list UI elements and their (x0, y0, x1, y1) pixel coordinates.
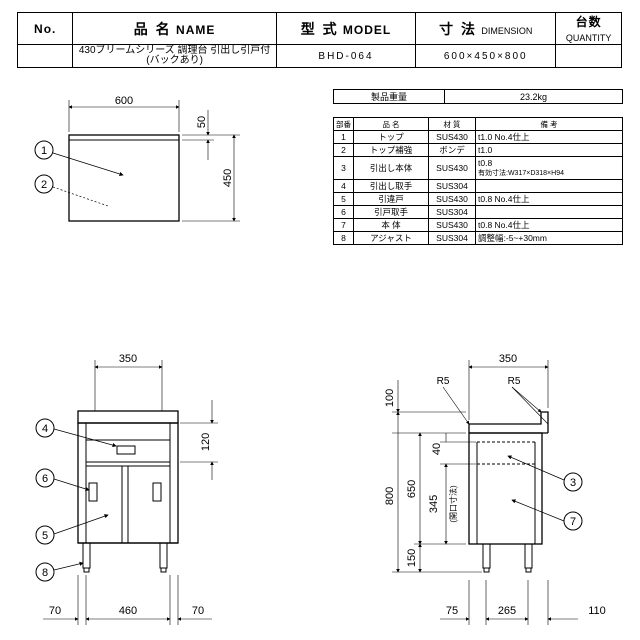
side-radius-right-label: R5 (508, 376, 521, 387)
side-top (468, 411, 549, 433)
parts-row: 8 アジャスト SUS304 調整幅:-5~+30mm (333, 231, 623, 245)
side-height-800-label: 800 (384, 487, 396, 505)
product-quantity (555, 44, 622, 68)
leg-left (82, 542, 91, 569)
callout-6: 6 (42, 473, 48, 485)
side-height-345-label: 345 (428, 495, 440, 513)
side-bottom-mid-label: 265 (498, 605, 516, 617)
leg-right (159, 542, 168, 569)
front-bottom-mid-label: 460 (119, 605, 137, 617)
top-view (34, 100, 240, 222)
row-no-cell (16, 44, 74, 68)
weight-value: 23.2kg (444, 89, 623, 104)
callout-5: 5 (42, 530, 48, 542)
top-view-outline (68, 134, 180, 222)
callout-4: 4 (42, 423, 48, 435)
header-quantity: 台数 QUANTITY (555, 12, 622, 45)
side-height-150-label: 150 (406, 549, 418, 567)
side-leg-right (524, 543, 533, 569)
side-opening-note: (開口寸法) (448, 485, 458, 523)
title-block: No. 品 名 NAME 型 式 MODEL 寸 法 DIMENSION 台数 … (16, 12, 622, 68)
callout-1: 1 (41, 145, 47, 157)
side-bottom-left-label: 75 (446, 605, 458, 617)
top-view-width-label: 600 (115, 95, 133, 107)
header-model: 型 式 MODEL (275, 12, 417, 45)
side-height-100-label: 100 (384, 389, 396, 407)
side-view (392, 360, 583, 625)
top-view-back-label: 50 (196, 116, 208, 128)
weight-table: 製品重量 23.2kg (333, 89, 623, 104)
callout-7: 7 (570, 516, 576, 528)
front-bottom-left-label: 70 (49, 605, 61, 617)
front-view-labels: 350 120 70 460 70 4 6 5 8 (42, 353, 212, 617)
drawer-hidden (476, 441, 536, 465)
header-no: No. (16, 12, 74, 45)
front-view (35, 360, 218, 625)
drawer-handle (116, 445, 136, 455)
callout-2: 2 (41, 179, 47, 191)
top-view-labels: 600 50 450 1 2 (41, 95, 234, 191)
parts-row: 4 引出し取手 SUS304 (333, 179, 623, 193)
side-leg-left (482, 543, 491, 569)
callout-8: 8 (42, 567, 48, 579)
door-handle-left (88, 482, 98, 502)
header-name: 品 名 NAME (72, 12, 277, 45)
front-top-width-label: 350 (119, 353, 137, 365)
header-dimension: 寸 法 DIMENSION (415, 12, 557, 45)
top-view-depth-label: 450 (222, 169, 234, 187)
side-radius-left-label: R5 (437, 376, 450, 387)
callout-3: 3 (570, 477, 576, 489)
front-top (77, 410, 179, 424)
product-model: BHD-064 (275, 44, 417, 68)
side-top-width-label: 350 (499, 353, 517, 365)
side-height-650-label: 650 (406, 480, 418, 498)
drawer-front (85, 439, 171, 463)
side-body (468, 432, 543, 545)
parts-row: 1 トップ SUS430 t1.0 No.4仕上 (333, 130, 623, 144)
parts-table: 部番 品 名 材 質 備 考 1 トップ SUS430 t1.0 No.4仕上 … (333, 117, 623, 245)
parts-row: 2 トップ補強 ボンデ t1.0 (333, 143, 623, 157)
door-handle-right (152, 482, 162, 502)
product-dimension: 600×450×800 (415, 44, 557, 68)
front-drawer-height-label: 120 (200, 433, 212, 451)
side-view-labels: 350 R5 R5 100 800 650 150 40 345 (開口寸法) … (384, 353, 606, 617)
side-bottom-right-label: 110 (588, 605, 606, 617)
front-bottom-right-label: 70 (192, 605, 204, 617)
side-height-40-label: 40 (431, 443, 443, 455)
